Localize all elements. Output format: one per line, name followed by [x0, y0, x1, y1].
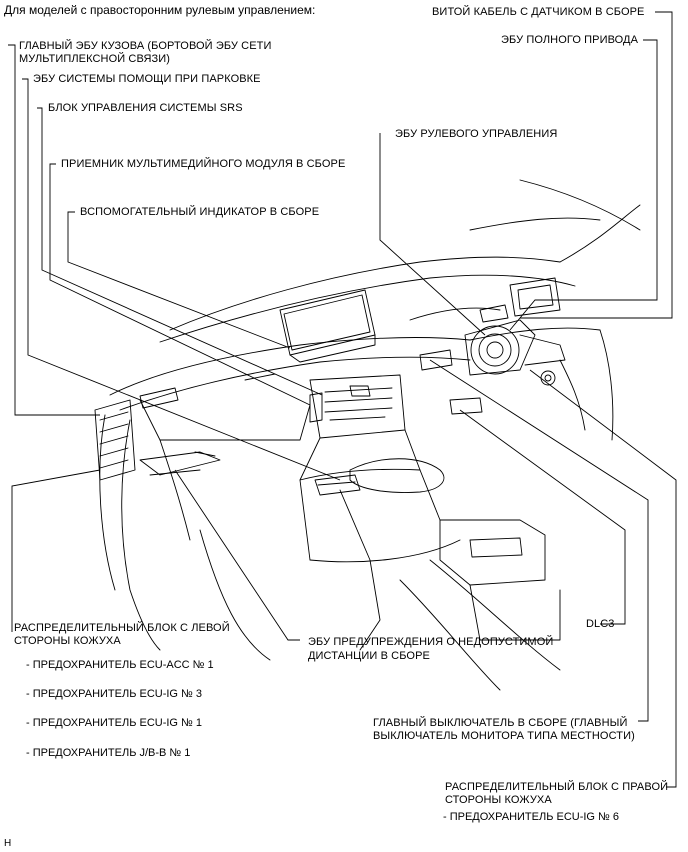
label-spiral-cable: ВИТОЙ КАБЕЛЬ С ДАТЧИКОМ В СБОРЕ: [432, 6, 645, 18]
label-right-junction-block-line1: РАСПРЕДЕЛИТЕЛЬНЫЙ БЛОК С ПРАВОЙ: [445, 781, 669, 793]
left-fuse-item: - ПРЕДОХРАНИТЕЛЬ ECU-IG № 3: [26, 688, 203, 700]
left-fuse-item: - ПРЕДОХРАНИТЕЛЬ ECU-IG № 1: [26, 717, 203, 729]
diagram-header: Для моделей с правосторонним рулевым упр…: [4, 3, 316, 17]
label-distance-ecu-line2: ДИСТАНЦИИ В СБОРЕ: [308, 650, 430, 662]
label-main-switch-line1: ГЛАВНЫЙ ВЫКЛЮЧАТЕЛЬ В СБОРЕ (ГЛАВНЫЙ: [373, 717, 628, 729]
label-steering-ecu: ЭБУ РУЛЕВОГО УПРАВЛЕНИЯ: [395, 128, 558, 140]
left-fuse-item: - ПРЕДОХРАНИТЕЛЬ ECU-ACC № 1: [26, 659, 214, 671]
right-fuse-item: - ПРЕДОХРАНИТЕЛЬ ECU-IG № 6: [443, 811, 620, 823]
label-right-junction-block-line2: СТОРОНЫ КОЖУХА: [445, 794, 552, 806]
label-main-switch-line2: ВЫКЛЮЧАТЕЛЬ МОНИТОРА ТИПА МЕСТНОСТИ): [373, 730, 635, 742]
left-fuse-item: - ПРЕДОХРАНИТЕЛЬ J/B-B № 1: [26, 747, 191, 759]
label-multimedia-receiver: ПРИЕМНИК МУЛЬТИМЕДИЙНОГО МОДУЛЯ В СБОРЕ: [61, 158, 346, 170]
label-left-junction-block-line2: СТОРОНЫ КОЖУХА: [14, 635, 121, 647]
figure-marker: H: [4, 838, 12, 849]
label-distance-ecu-line1: ЭБУ ПРЕДУПРЕЖДЕНИЯ О НЕДОПУСТИМОЙ: [308, 636, 554, 648]
label-main-body-ecu-line2: МУЛЬТИПЛЕКСНОЙ СВЯЗИ): [19, 53, 171, 65]
label-dlc3: DLC3: [586, 618, 615, 630]
label-accessory-meter: ВСПОМОГАТЕЛЬНЫЙ ИНДИКАТОР В СБОРЕ: [80, 206, 320, 218]
label-awd-ecu: ЭБУ ПОЛНОГО ПРИВОДА: [501, 34, 639, 46]
label-parking-assist-ecu: ЭБУ СИСТЕМЫ ПОМОЩИ ПРИ ПАРКОВКЕ: [33, 73, 261, 85]
label-main-body-ecu-line1: ГЛАВНЫЙ ЭБУ КУЗОВА (БОРТОВОЙ ЭБУ СЕТИ: [19, 40, 272, 52]
label-left-junction-block-line1: РАСПРЕДЕЛИТЕЛЬНЫЙ БЛОК С ЛЕВОЙ: [14, 622, 230, 634]
label-srs-unit: БЛОК УПРАВЛЕНИЯ СИСТЕМЫ SRS: [48, 102, 243, 114]
